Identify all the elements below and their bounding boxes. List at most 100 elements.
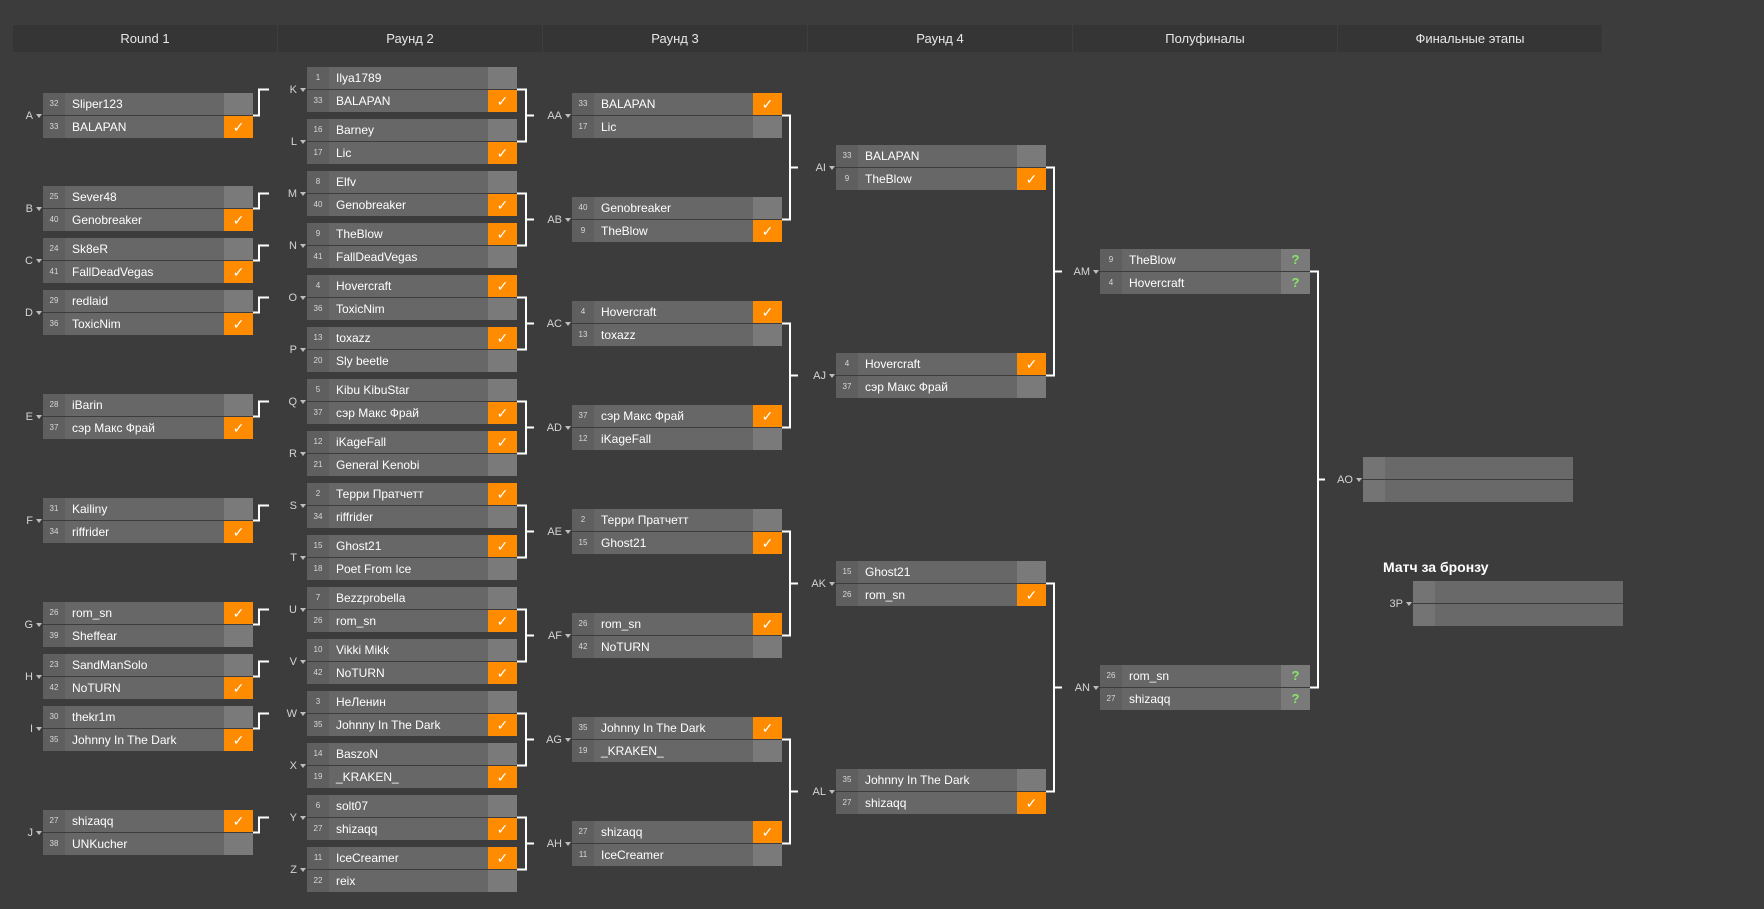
player-name[interactable]: Sliper123: [72, 97, 123, 111]
player-name[interactable]: NoTURN: [601, 640, 650, 654]
match-menu-caret-icon[interactable]: [36, 258, 42, 263]
player-name[interactable]: Vikki Mikk: [336, 643, 390, 657]
match-label-j[interactable]: J: [16, 826, 42, 840]
player-name[interactable]: Sly beetle: [336, 354, 389, 368]
match-label-b[interactable]: B: [16, 202, 42, 216]
player-name[interactable]: Kailiny: [72, 502, 108, 516]
player-name[interactable]: Johnny In The Dark: [336, 718, 441, 732]
player-name[interactable]: Genobreaker: [72, 213, 143, 227]
player-name[interactable]: Sheffear: [72, 629, 118, 643]
match-label-o[interactable]: O: [280, 291, 306, 305]
player-name[interactable]: Johnny In The Dark: [601, 721, 706, 735]
match-menu-caret-icon[interactable]: [300, 711, 306, 716]
player-name[interactable]: Hovercraft: [336, 279, 392, 293]
match-menu-caret-icon[interactable]: [300, 139, 306, 144]
match-label-l[interactable]: L: [280, 135, 306, 149]
match-label-am[interactable]: AM: [1073, 265, 1099, 279]
player-name[interactable]: FallDeadVegas: [336, 250, 418, 264]
player-name[interactable]: BaszoN: [336, 747, 379, 761]
match-label-ad[interactable]: AD: [545, 421, 571, 435]
empty-player-slot[interactable]: [1363, 480, 1573, 502]
match-label-ag[interactable]: AG: [545, 733, 571, 747]
player-slot[interactable]: 19_KRAKEN_✓: [307, 766, 517, 788]
match-menu-caret-icon[interactable]: [300, 347, 306, 352]
player-name[interactable]: Johnny In The Dark: [72, 733, 177, 747]
player-name[interactable]: thekr1m: [72, 710, 116, 724]
match-menu-caret-icon[interactable]: [36, 674, 42, 679]
empty-player-slot[interactable]: [1413, 581, 1623, 603]
player-name[interactable]: toxazz: [336, 331, 371, 345]
match-label-v[interactable]: V: [280, 655, 306, 669]
player-name[interactable]: rom_sn: [1129, 669, 1170, 683]
player-name[interactable]: FallDeadVegas: [72, 265, 154, 279]
match-menu-caret-icon[interactable]: [829, 789, 835, 794]
match-ao[interactable]: [1363, 457, 1573, 503]
match-label-g[interactable]: G: [16, 618, 42, 632]
player-name[interactable]: SandManSolo: [72, 658, 148, 672]
match-menu-caret-icon[interactable]: [1093, 685, 1099, 690]
match-menu-caret-icon[interactable]: [300, 607, 306, 612]
match-label-ao[interactable]: AO: [1336, 473, 1362, 487]
player-name[interactable]: shizaqq: [72, 814, 114, 828]
player-name[interactable]: IceCreamer: [601, 848, 664, 862]
match-menu-caret-icon[interactable]: [300, 399, 306, 404]
match-label-k[interactable]: K: [280, 83, 306, 97]
match-menu-caret-icon[interactable]: [300, 87, 306, 92]
match-menu-caret-icon[interactable]: [300, 451, 306, 456]
player-name[interactable]: BALAPAN: [865, 149, 920, 163]
match-label-s[interactable]: S: [280, 499, 306, 513]
player-name[interactable]: BALAPAN: [72, 120, 127, 134]
match-menu-caret-icon[interactable]: [36, 622, 42, 627]
player-name[interactable]: Genobreaker: [601, 201, 672, 215]
player-name[interactable]: rom_sn: [336, 614, 377, 628]
match-menu-caret-icon[interactable]: [565, 529, 571, 534]
match-label-u[interactable]: U: [280, 603, 306, 617]
player-name[interactable]: reix: [336, 874, 356, 888]
match-menu-caret-icon[interactable]: [829, 373, 835, 378]
